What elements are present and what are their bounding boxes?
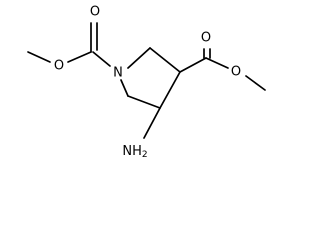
amino-group-subscript: 2	[142, 150, 148, 160]
bond-ether-o-methyl	[27, 51, 51, 63]
pyrrolidine-ring	[120, 47, 181, 109]
c3-ester-carbonyl-oxygen-label: O	[201, 31, 211, 46]
c4-amine-group	[143, 107, 161, 139]
bond-c5-n1	[120, 79, 129, 97]
c3-ester-ether-oxygen-label: O	[231, 65, 241, 80]
bond-c2-c3	[149, 47, 181, 73]
bond-c4-n	[143, 107, 161, 139]
ring-nitrogen-label: N	[113, 66, 123, 81]
bond-c4-c5	[127, 95, 161, 109]
bond-carbonyl-c-ether-o	[67, 51, 92, 63]
bond-c3-carbonyl-c	[179, 57, 207, 73]
n-carbamate-group	[27, 22, 111, 67]
n-carbamate-ether-oxygen-label: O	[54, 59, 64, 74]
amino-group-label: NH2	[122, 144, 147, 161]
molecule-diagram: N O O O O NH2	[27, 5, 266, 161]
amino-group-main: NH	[122, 144, 142, 159]
bond-n1-carbonyl-c	[92, 51, 111, 67]
c3-methyl-ester-group	[179, 48, 266, 91]
n-carbamate-carbonyl-oxygen-label: O	[90, 5, 100, 20]
bond-n1-c2	[127, 47, 151, 69]
bond-ether-o-methyl	[245, 75, 266, 91]
bond-carbonyl-c-ether-o	[205, 57, 229, 69]
bond-c3-c4	[159, 71, 181, 109]
